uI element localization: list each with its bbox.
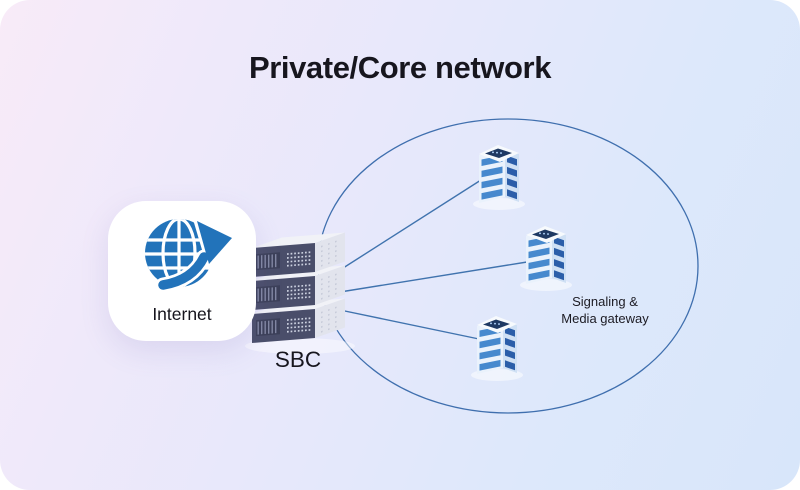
gateway-server-2: [520, 226, 572, 291]
connection-line-bottom: [339, 309, 480, 340]
connection-line-top: [339, 179, 482, 271]
diagram-title: Private/Core network: [248, 50, 552, 85]
connection-line-middle: [339, 261, 528, 293]
globe-arrow-icon: [145, 216, 240, 293]
internet-label: Internet: [152, 304, 212, 324]
gateway-label: Signaling & Media gateway: [561, 294, 649, 326]
gateway-server-1: [473, 145, 525, 210]
internet-node: Internet: [108, 201, 256, 341]
sbc-server-stack: [245, 232, 355, 354]
sbc-label: SBC: [274, 347, 322, 372]
